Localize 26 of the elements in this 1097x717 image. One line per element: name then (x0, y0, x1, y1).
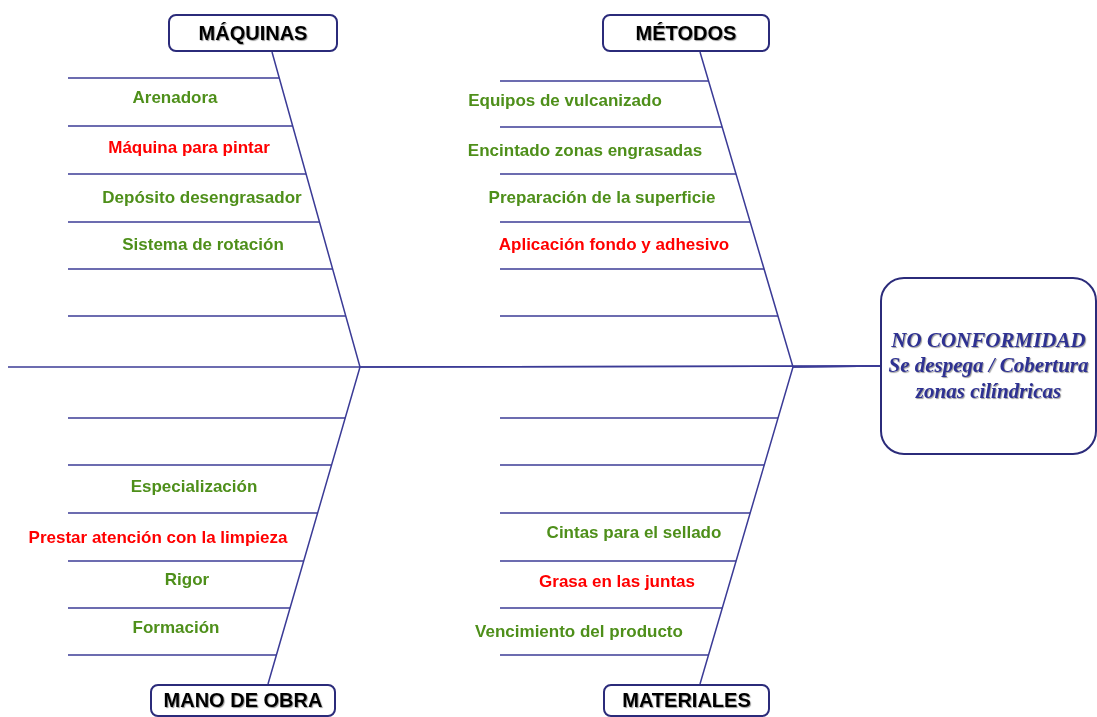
cause-label: Prestar atención con la limpieza (28, 528, 288, 548)
cause-label: Vencimiento del producto (475, 622, 683, 642)
category-label: MÉTODOS (635, 21, 737, 45)
category-label: MÁQUINAS (198, 21, 308, 45)
cause-label: Aplicación fondo y adhesivo (498, 235, 730, 255)
effect-text: Se despega / Cobertura zonas cilíndricas (887, 353, 1090, 404)
cause-label: Equipos de vulcanizado (468, 91, 662, 111)
effect-title: NO CONFORMIDAD (891, 328, 1086, 354)
cause-label: Formación (132, 618, 220, 638)
category-box (168, 14, 338, 52)
cause-label: Encintado zonas engrasadas (467, 141, 703, 161)
cause-label: Máquina para pintar (108, 138, 270, 158)
cause-label: Preparación de la superficie (488, 188, 716, 208)
cause-label: Especialización (130, 477, 258, 497)
category-label: MANO DE OBRA (163, 689, 323, 712)
category-box (603, 684, 770, 717)
effect-box (880, 277, 1097, 455)
category-box (602, 14, 770, 52)
cause-label: Cintas para el sellado (546, 523, 722, 543)
cause-label: Arenadora (132, 88, 218, 108)
category-label: MATERIALES (622, 689, 751, 712)
cause-label: Rigor (164, 570, 210, 590)
cause-label: Grasa en las juntas (539, 572, 695, 592)
cause-label: Sistema de rotación (122, 235, 284, 255)
category-box (150, 684, 336, 717)
cause-label: Depósito desengrasador (102, 188, 302, 208)
